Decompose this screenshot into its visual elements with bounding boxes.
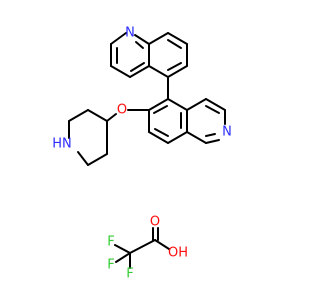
bond (134, 34, 150, 45)
atom-label: F (107, 235, 114, 250)
bond (114, 244, 131, 254)
ether-bond (106, 113, 117, 122)
bond (135, 41, 144, 49)
atom-label: N (222, 125, 232, 140)
bond (186, 98, 207, 111)
bond (205, 98, 226, 111)
bond (167, 39, 182, 49)
tfa-molecule (114, 227, 170, 269)
bond (167, 32, 188, 45)
atom-label: F (107, 258, 114, 273)
atom-o-carbonyl: O (150, 215, 160, 230)
atom-label: N (125, 26, 135, 41)
structure-diagram: N O HN N F F F O OH (52, 26, 232, 282)
quinoline-ring (110, 32, 188, 78)
bond (129, 239, 156, 254)
atom-label: HN (52, 137, 72, 152)
piperidine-ring (68, 109, 108, 166)
bond (129, 65, 150, 78)
bond (110, 65, 131, 78)
bond (148, 131, 169, 144)
bond (148, 32, 169, 45)
atom-label: F (126, 267, 133, 282)
bond (154, 128, 169, 137)
bond (167, 131, 188, 144)
bond (205, 139, 220, 144)
atom-f-1: F (107, 235, 114, 250)
bond (167, 65, 188, 78)
bond (167, 62, 182, 71)
atom-f-2: F (107, 258, 114, 273)
bond (148, 65, 169, 78)
bond (205, 105, 220, 114)
atom-labels: N O HN N F F F O OH (52, 26, 232, 282)
bond (153, 105, 168, 114)
bond (130, 62, 145, 72)
bond (167, 98, 188, 111)
atom-n-isoquinoline: N (222, 125, 232, 140)
bond (77, 151, 89, 166)
atom-nh-piperidine: HN (52, 137, 72, 152)
atom-oh-acid: OH (168, 246, 188, 261)
bond (148, 98, 169, 111)
bond (115, 252, 131, 263)
isoquinoline-ring (148, 98, 226, 144)
atom-n-quinoline: N (125, 26, 135, 41)
bond (186, 131, 207, 144)
atom-label: O (117, 103, 127, 118)
atom-label: OH (168, 246, 188, 261)
bond (87, 109, 108, 122)
bond (205, 133, 216, 137)
bond (110, 32, 127, 45)
bond (87, 153, 108, 166)
atom-label: O (150, 215, 160, 230)
molecule-canvas: N O HN N F F F O OH (52, 26, 232, 282)
bond (68, 109, 89, 122)
bond (154, 239, 170, 250)
atom-o-ether: O (117, 103, 127, 118)
atom-f-3: F (126, 267, 133, 282)
